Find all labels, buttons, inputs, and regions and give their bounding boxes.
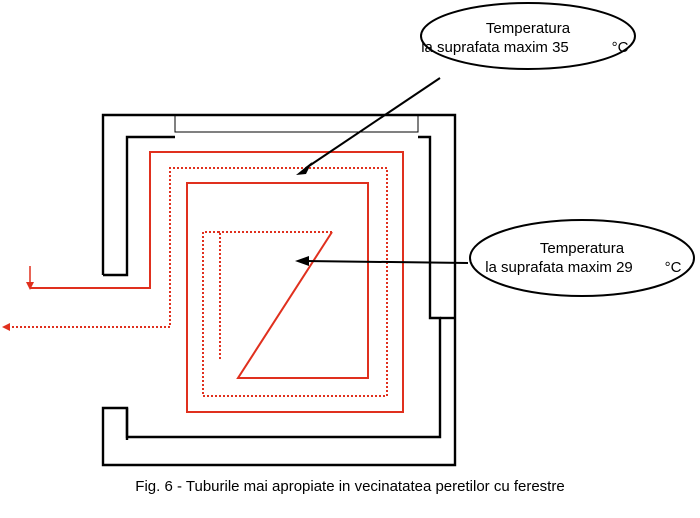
callout-top-line2: la suprafata maxim 35 [421,39,569,56]
outer-wall [101,113,457,467]
supply-arrowhead-icon [26,282,34,290]
window [174,114,419,133]
room-walls [101,113,457,467]
outer-wall-left-stub [103,135,175,277]
callout-top-unit: °C [612,39,629,56]
callout-right-bubble [469,219,695,297]
callout-right-unit: °C [665,259,682,276]
supply-pipe [30,151,404,413]
callout-top-leader [305,77,441,169]
callout-top-arrowhead-icon [296,162,312,175]
callout-right-line1: Temperatura [540,240,625,257]
figure-caption: Fig. 6 - Tuburile mai apropiate in vecin… [135,478,565,495]
heating-pipes [8,151,404,413]
callout-top-line1: Temperatura [486,20,571,37]
callout-right-line2: la suprafata maxim 29 [485,259,633,276]
return-arrowhead-icon [2,323,10,331]
callout-top-bubble [420,2,636,70]
return-pipe [8,167,388,397]
callout-right-arrowhead-icon [295,256,309,266]
callout-right-leader [304,260,469,264]
